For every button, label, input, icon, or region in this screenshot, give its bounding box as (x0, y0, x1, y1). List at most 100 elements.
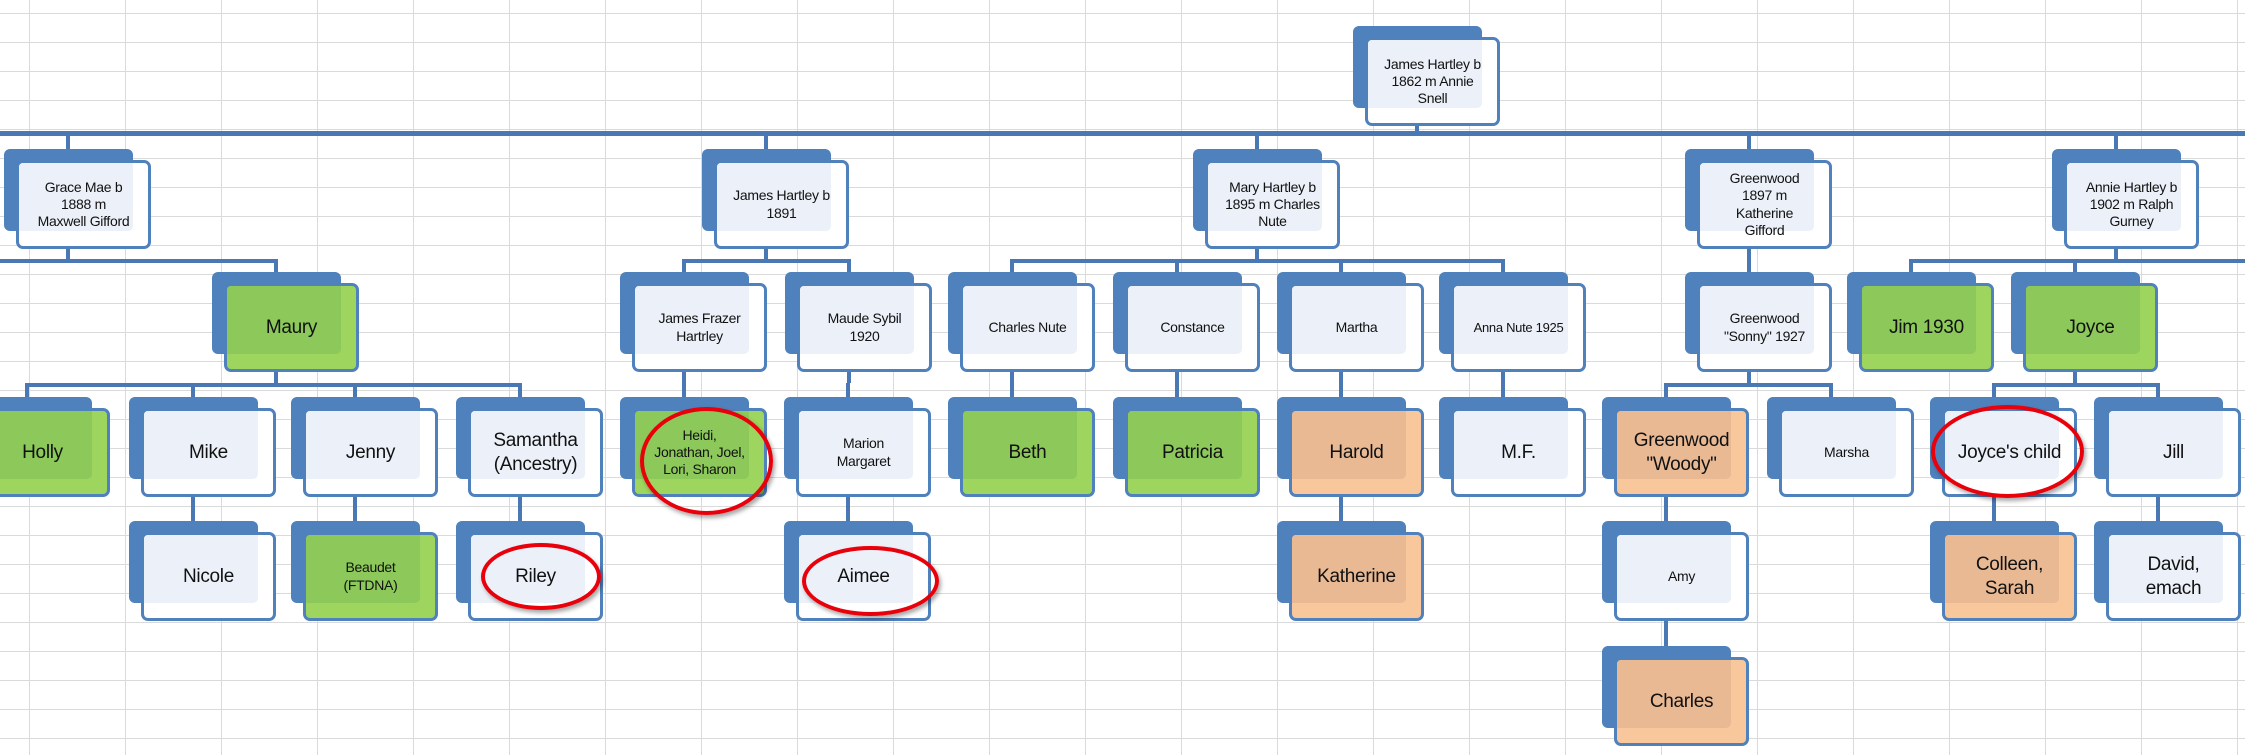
node-tint (1617, 535, 1731, 603)
person-name: Maury (265, 316, 318, 338)
connector-child-stem (2156, 383, 2160, 401)
node-card (632, 408, 767, 497)
connector-child-stem (1501, 383, 1505, 401)
connector-child-stem (1339, 507, 1343, 525)
person-node-joyce[interactable]: Joyce (2011, 272, 2158, 372)
person-node-mf[interactable]: M.F. (1439, 397, 1586, 497)
node-tint (1945, 535, 2059, 603)
connector-child-stem (1829, 383, 1833, 401)
person-node-heidi[interactable]: Heidi, Jonathan, Joel, Lori, Sharon (620, 397, 767, 497)
person-node-samantha[interactable]: Samantha (Ancestry) (456, 397, 603, 497)
person-node-grace[interactable]: Grace Mae b 1888 m Maxwell Gifford (4, 149, 151, 249)
node-card (632, 283, 767, 372)
person-name: Harold (1329, 441, 1384, 463)
person-node-david[interactable]: David, emach (2094, 521, 2241, 621)
person-node-nicole[interactable]: Nicole (129, 521, 276, 621)
node-tint (2026, 286, 2140, 354)
node-card (16, 160, 151, 249)
person-name: James Hartley b 1862 m Annie Snell (1384, 55, 1481, 107)
person-node-woody[interactable]: Greenwood "Woody" (1602, 397, 1749, 497)
node-tint (1454, 286, 1568, 354)
node-tint (306, 535, 420, 603)
node-card (960, 283, 1095, 372)
connector-bar (27, 383, 522, 387)
person-node-riley[interactable]: Riley (456, 521, 603, 621)
person-node-harold[interactable]: Harold (1277, 397, 1424, 497)
connector-child-stem (2156, 507, 2160, 525)
person-name: Beth (1008, 441, 1047, 463)
person-name: Greenwood "Woody" (1633, 430, 1730, 475)
person-node-jenny[interactable]: Jenny (291, 397, 438, 497)
person-node-joyceschild[interactable]: Joyce's child (1930, 397, 2077, 497)
person-node-marsha[interactable]: Marsha (1767, 397, 1914, 497)
person-node-colleen[interactable]: Colleen, Sarah (1930, 521, 2077, 621)
person-name: David, emach (2145, 554, 2202, 599)
person-node-patricia[interactable]: Patricia (1113, 397, 1260, 497)
person-node-sonny[interactable]: Greenwood "Sonny" 1927 (1685, 272, 1832, 372)
person-name: Maude Sybil 1920 (827, 310, 902, 344)
person-node-marion[interactable]: Marion Margaret (784, 397, 931, 497)
node-tint (1617, 411, 1731, 479)
person-node-martha[interactable]: Martha (1277, 272, 1424, 372)
person-node-charles[interactable]: Charles (1602, 646, 1749, 746)
connector-child-stem (1010, 259, 1014, 276)
person-name: Patricia (1162, 441, 1223, 463)
connector-bar (0, 259, 278, 263)
person-name: Greenwood 1897 m Katherine Gifford (1729, 170, 1800, 238)
node-card (1125, 283, 1260, 372)
node-card (1697, 160, 1832, 249)
person-name: Grace Mae b 1888 m Maxwell Gifford (37, 178, 130, 230)
person-node-beth[interactable]: Beth (948, 397, 1095, 497)
person-node-mary[interactable]: Mary Hartley b 1895 m Charles Nute (1193, 149, 1340, 249)
node-tint (0, 411, 92, 479)
person-name: Katherine (1317, 565, 1396, 587)
node-tint (1782, 411, 1896, 479)
person-node-holly[interactable]: Holly (0, 397, 110, 497)
person-node-annie[interactable]: Annie Hartley b 1902 m Ralph Gurney (2052, 149, 2199, 249)
person-node-james[interactable]: James Hartley b 1891 (702, 149, 849, 249)
person-name: Samantha (Ancestry) (493, 430, 578, 475)
person-node-maury[interactable]: Maury (212, 272, 359, 372)
person-name: Marsha (1824, 443, 1869, 460)
node-card (303, 532, 438, 621)
connector-child-stem (66, 131, 70, 153)
node-card (1451, 408, 1586, 497)
person-node-greenwood[interactable]: Greenwood 1897 m Katherine Gifford (1685, 149, 1832, 249)
person-name: Martha (1335, 318, 1378, 335)
node-card (141, 532, 276, 621)
connector-child-stem (191, 383, 195, 401)
person-node-beaudet[interactable]: Beaudet (FTDNA) (291, 521, 438, 621)
person-node-katherine[interactable]: Katherine (1277, 521, 1424, 621)
node-tint (799, 411, 913, 479)
person-node-jill[interactable]: Jill (2094, 397, 2241, 497)
node-card (1365, 37, 1500, 126)
person-name: Joyce (2066, 316, 2115, 338)
person-name: Nicole (183, 565, 234, 587)
connector-child-stem (1992, 383, 1996, 401)
node-card (1779, 408, 1914, 497)
person-name: Beaudet (FTDNA) (343, 559, 398, 593)
person-node-jim[interactable]: Jim 1930 (1847, 272, 1994, 372)
person-node-amy[interactable]: Amy (1602, 521, 1749, 621)
person-node-mike[interactable]: Mike (129, 397, 276, 497)
person-node-charlesnute[interactable]: Charles Nute (948, 272, 1095, 372)
person-node-anna[interactable]: Anna Nute 1925 (1439, 272, 1586, 372)
node-card (1289, 283, 1424, 372)
person-node-constance[interactable]: Constance (1113, 272, 1260, 372)
connector-child-stem (847, 259, 851, 276)
person-node-root[interactable]: James Hartley b 1862 m Annie Snell (1353, 26, 1500, 126)
connector-bar (1911, 259, 2245, 263)
person-node-jamesfrazer[interactable]: James Frazer Hartrley (620, 272, 767, 372)
person-node-aimee[interactable]: Aimee (784, 521, 931, 621)
person-node-maude[interactable]: Maude Sybil 1920 (785, 272, 932, 372)
node-card (0, 408, 110, 497)
node-card (1614, 532, 1749, 621)
person-name: James Frazer Hartrley (658, 310, 741, 344)
connector-child-stem (1339, 259, 1343, 276)
node-card (1205, 160, 1340, 249)
person-name: Riley (515, 565, 556, 587)
connector-child-stem (682, 259, 686, 276)
connector-child-stem (518, 383, 522, 401)
node-card (1614, 657, 1749, 746)
connector-child-stem (274, 259, 278, 276)
